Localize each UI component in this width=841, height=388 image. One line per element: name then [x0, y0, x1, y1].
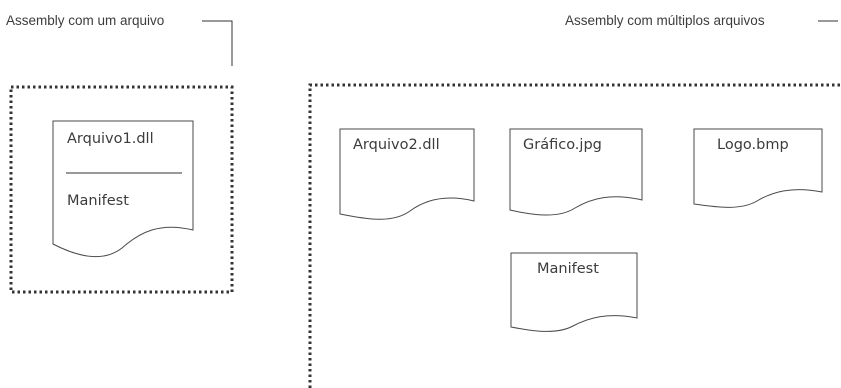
multi-assembly-frame [308, 83, 841, 388]
arquivo1-label: Arquivo1.dll [67, 131, 154, 147]
multi-manifest-document [510, 252, 638, 332]
arquivo2-document [339, 128, 475, 220]
single-manifest-label: Manifest [67, 193, 129, 209]
single-assembly-frame [9, 85, 234, 294]
grafico-label: Gráfico.jpg [523, 137, 602, 153]
arquivo1-document [52, 120, 194, 258]
arquivo2-label: Arquivo2.dll [353, 137, 440, 153]
single-label-connector [202, 20, 233, 66]
multi-manifest-label: Manifest [537, 261, 599, 277]
logo-label: Logo.bmp [717, 137, 789, 153]
grafico-document [509, 128, 643, 216]
single-assembly-label: Assembly com um arquivo [6, 13, 164, 28]
logo-document [693, 128, 823, 208]
multi-assembly-label: Assembly com múltiplos arquivos [565, 13, 765, 28]
